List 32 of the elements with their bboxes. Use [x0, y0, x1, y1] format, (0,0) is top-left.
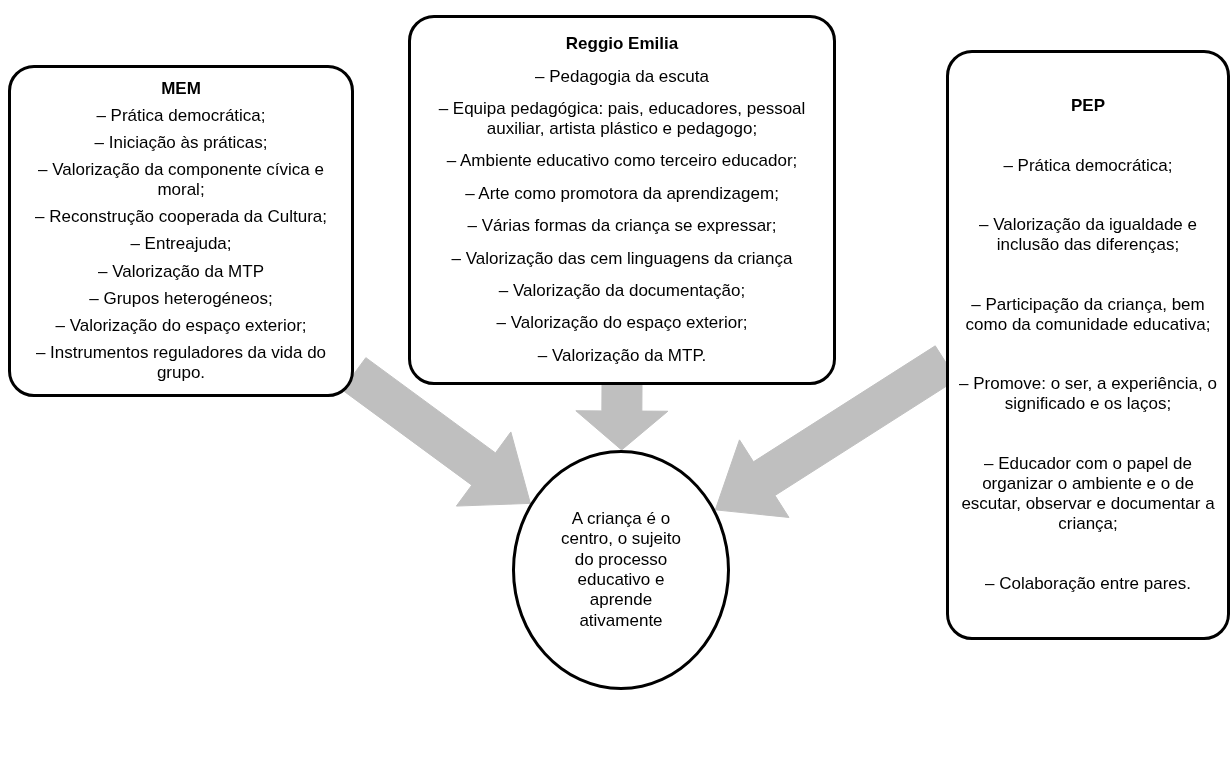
list-item: – Educador com o papel de organizar o ambiente e o de escutar, observar e documentar a criança;: [960, 453, 1216, 535]
list-item: – Arte como promotora da aprendizagem;: [465, 183, 779, 204]
box-heading: MEM: [161, 79, 201, 100]
list-item: – Reconstrução cooperada da Cultura;: [35, 207, 327, 228]
list-item: – Participação da criança, bem como da comunidade educativa;: [964, 294, 1212, 335]
list-item: – Valorização do espaço exterior;: [496, 313, 748, 334]
rounded-box: [946, 50, 1230, 640]
list-item: – Valorização das cem linguagens da criança: [451, 248, 793, 269]
block-arrow: [575, 384, 669, 451]
list-item: – Entreajuda;: [130, 234, 232, 255]
list-item: – Ambiente educativo como terceiro educador;: [446, 151, 798, 172]
list-item: – Prática democrática;: [96, 106, 266, 127]
list-item: – Valorização da MTP: [98, 261, 264, 282]
circle-text: A criança é o centro, o sujeito do processo educativo e aprende ativamente: [560, 508, 682, 632]
list-item: – Pedagogia da escuta: [535, 66, 709, 87]
box-heading: PEP: [1071, 96, 1105, 117]
list-item: – Valorização da documentação;: [498, 280, 746, 301]
list-item: – Instrumentos reguladores da vida do grupo.: [34, 342, 328, 383]
list-item: – Promove: o ser, a experiência, o significado e os laços;: [958, 374, 1218, 415]
list-item: – Equipa pedagógica: pais, educadores, pessoal auxiliar, artista plástico e pedagogo;: [437, 99, 807, 140]
box-heading: Reggio Emilia: [565, 34, 679, 55]
list-item: – Prática democrática;: [1003, 155, 1173, 176]
list-item: – Iniciação às práticas;: [94, 133, 268, 154]
rounded-box: [8, 65, 354, 397]
rounded-box: [408, 15, 836, 385]
list-item: – Colaboração entre pares.: [985, 573, 1191, 594]
list-item: – Valorização da igualdade e inclusão das diferenças;: [978, 215, 1198, 256]
list-item: – Valorização da componente cívica e moral;: [37, 160, 325, 201]
list-item: – Valorização do espaço exterior;: [55, 315, 307, 336]
list-item: – Grupos heterogéneos;: [89, 288, 273, 309]
list-item: – Valorização da MTP.: [537, 345, 707, 366]
list-item: – Várias formas da criança se expressar;: [467, 216, 777, 237]
